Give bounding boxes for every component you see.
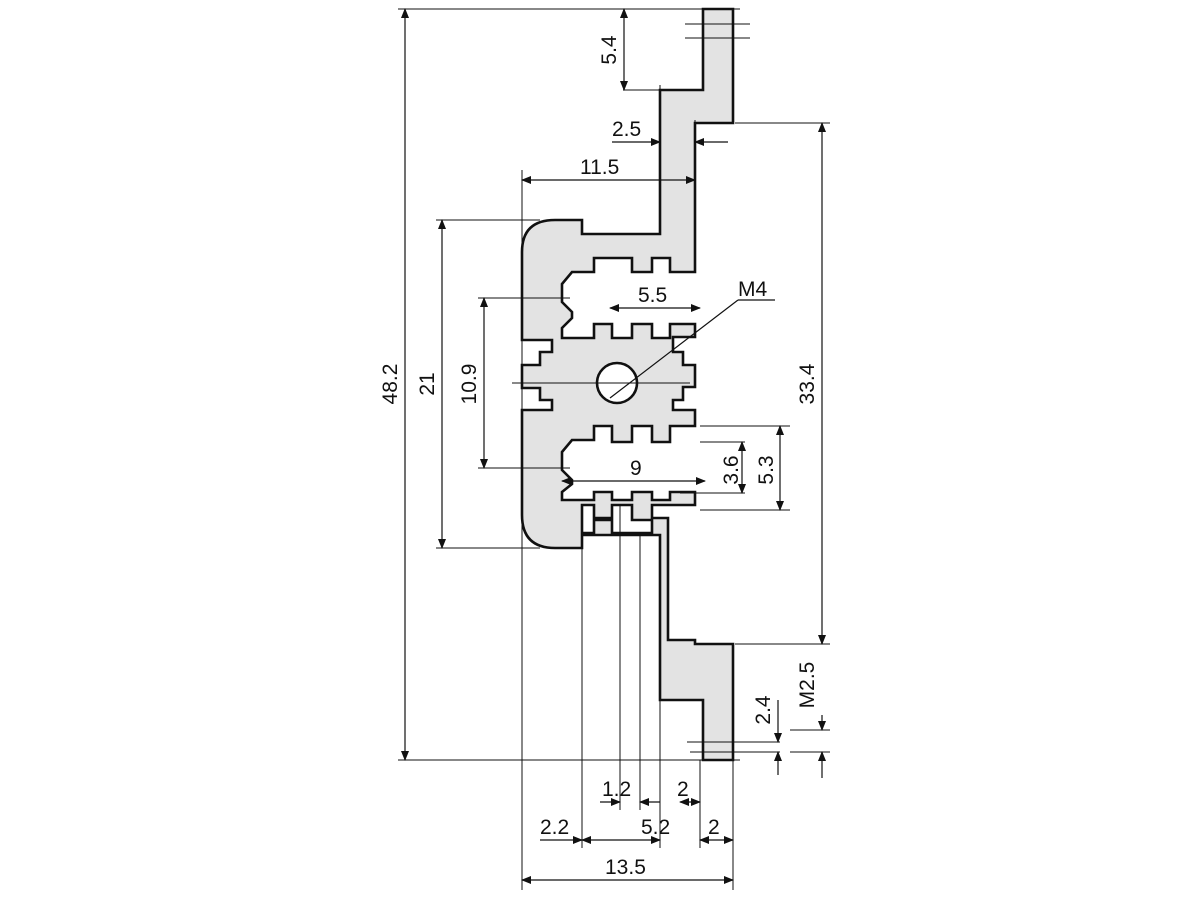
label-3-6: 3.6 [720, 455, 743, 484]
label-m2-5: M2.5 [796, 662, 819, 709]
label-33-4: 33.4 [796, 363, 819, 404]
extension-lines [398, 8, 830, 890]
label-1-2: 1.2 [602, 778, 631, 801]
label-2-upper: 2 [677, 778, 689, 801]
label-21: 21 [416, 372, 439, 395]
label-m4: M4 [738, 278, 767, 301]
label-10-9: 10.9 [458, 364, 481, 405]
dimension-lines [401, 8, 826, 884]
label-2-lower: 2 [708, 816, 720, 839]
label-13-5: 13.5 [605, 856, 646, 879]
label-11-5: 11.5 [580, 156, 619, 179]
label-48-2: 48.2 [379, 364, 402, 405]
label-2-4: 2.4 [752, 695, 775, 725]
label-2-5: 2.5 [612, 118, 641, 141]
label-5-4: 5.4 [598, 35, 621, 65]
label-2-2: 2.2 [540, 816, 569, 839]
label-5-3: 5.3 [755, 455, 778, 484]
label-5-2: 5.2 [641, 816, 670, 839]
label-9: 9 [630, 457, 642, 480]
label-5-5: 5.5 [638, 284, 667, 307]
